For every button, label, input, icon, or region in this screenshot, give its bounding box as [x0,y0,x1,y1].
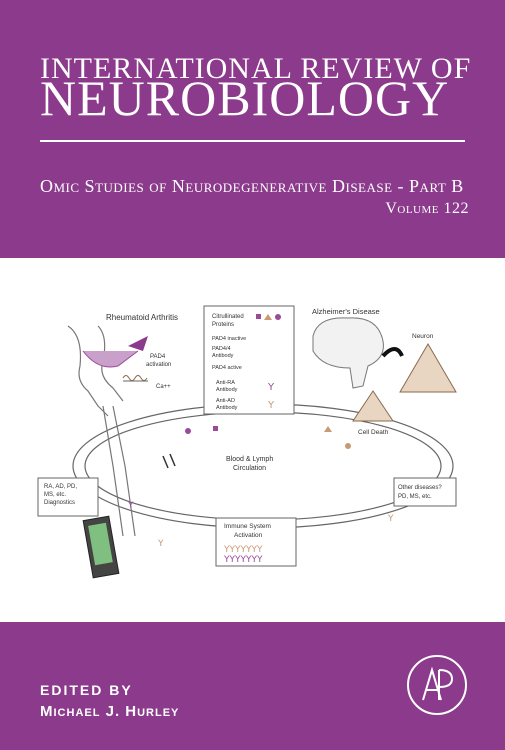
publisher-logo-icon [407,655,467,715]
diagnostic-chip-icon [82,515,120,579]
cover-figure: Rheumatoid Arthritis PAD4 activation Ca+… [37,305,457,579]
edited-by-label: EDITED BY [40,682,133,698]
vessel-right [112,405,136,537]
legend-citrullinated-1: Citrullinated [212,314,244,320]
antibody-marker: Y [387,514,394,524]
editor-name: Michael J. Hurley [40,703,180,720]
break-mark [162,455,169,469]
antibody-row-icon: YYYYYYY [223,545,263,555]
legend-pad4-inactive: PAD4 inactive [212,336,246,342]
antibody-y-icon: Y [267,400,275,411]
break-mark [169,453,176,467]
label-cell-death: Cell Death [358,429,389,436]
top-title-band: INTERNATIONAL REVIEW OF NEUROBIOLOGY Omi… [0,0,505,258]
legend-marker [264,314,272,320]
legend-anti-ad-1: Anti-AD [216,398,235,404]
marker-triangle [324,426,332,432]
neuron-icon [399,343,457,393]
legend-anti-ra-1: Anti-RA [216,380,235,386]
knee-icon [67,325,148,417]
title-rule [40,140,465,142]
label-circulation-1: Blood & Lymph [226,456,273,463]
label-diagnostics-2: MS, etc. [44,492,66,498]
antibody-marker: Y [157,539,164,549]
label-diagnostics-1: RA, AD, PD, [44,484,77,490]
label-pad4: PAD4 [150,354,166,360]
legend-marker [275,314,281,320]
neuron-arrow [381,347,404,358]
label-immune-2: Activation [234,532,263,539]
brain-icon [312,317,384,389]
label-neuron: Neuron [412,333,434,340]
label-immune-1: Immune System [224,523,271,530]
marker-square [213,426,218,431]
legend-anti-ad-2: Antibody [216,405,238,411]
marker-dot [185,428,191,434]
immune-activation-box [215,517,297,567]
label-activation: activation [146,362,171,368]
series-title-line1: INTERNATIONAL REVIEW OF [40,52,472,85]
pad4-coil [122,375,148,381]
legend-anti-ra-2: Antibody [216,387,238,393]
vessel-left [102,405,124,537]
marker-dot [345,443,351,449]
label-diagnostics-3: Diagnostics [44,500,75,506]
label-ca: Ca++ [156,384,171,390]
label-alzheimers: Alzheimer's Disease [312,307,380,316]
label-other-2: PD, MS, etc. [398,494,432,500]
legend-marker [256,314,261,319]
figure-legend-box [203,305,295,415]
series-title-line2: NEUROBIOLOGY [40,70,450,126]
other-diseases-box [393,477,457,507]
bottom-band [0,622,505,750]
diagnostics-box [37,477,99,517]
antibody-y-icon: Y [267,382,275,393]
label-other-1: Other diseases? [398,485,442,491]
legend-pad4-active: PAD4 active [212,365,242,371]
legend-pad4-antibody-2: Antibody [212,353,234,359]
antibody-marker: Y [127,501,134,511]
legend-citrullinated-2: Proteins [212,322,234,328]
label-circulation-2: Circulation [233,465,266,472]
legend-pad4-antibody-1: PAD4/4 [212,346,231,352]
cell-death-icon [352,390,394,422]
volume-subtitle: Omic Studies of Neurodegenerative Diseas… [40,176,464,196]
label-rheumatoid: Rheumatoid Arthritis [106,313,178,322]
antibody-row-icon: YYYYYYY [223,555,263,565]
volume-number: Volume 122 [385,200,469,217]
